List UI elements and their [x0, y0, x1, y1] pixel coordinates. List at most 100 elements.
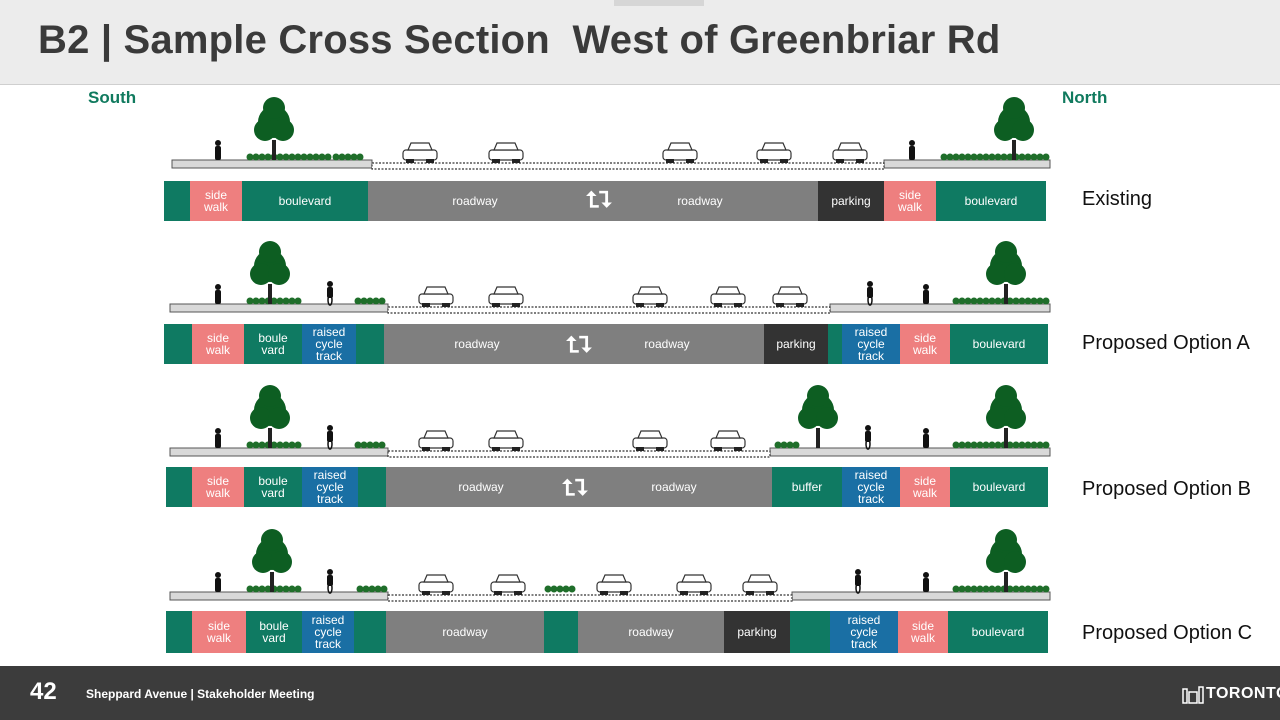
car-icon	[662, 142, 698, 163]
tree-icon	[986, 241, 1026, 304]
shrub-icon	[952, 441, 1050, 449]
tree-icon	[250, 241, 290, 304]
boulevard-north: boulevard	[936, 181, 1046, 221]
sidewalk-north: side walk	[900, 467, 950, 507]
footer-bar: 42 Sheppard Avenue | Stakeholder Meeting…	[0, 666, 1280, 720]
ground-south	[169, 303, 389, 313]
shrub-icon	[354, 441, 386, 449]
shrub-icon	[246, 153, 332, 161]
option-label: Proposed Option A	[1082, 332, 1250, 354]
option-label: Existing	[1082, 188, 1153, 210]
edge-segment	[354, 611, 386, 653]
car-icon	[632, 286, 668, 307]
sidewalk-north: side walk	[898, 611, 948, 653]
roadway-2: roadway	[570, 324, 764, 364]
tree-icon	[986, 529, 1026, 592]
edge-segment	[166, 611, 192, 653]
tree-icon	[254, 97, 294, 160]
shrub-icon	[246, 585, 302, 593]
tree-icon	[250, 385, 290, 448]
edge-segment	[356, 324, 384, 364]
shrub-icon	[952, 297, 1050, 305]
pedestrian-icon	[215, 428, 221, 448]
ground-north	[791, 591, 1051, 601]
tree-icon	[994, 97, 1034, 160]
cross-section-option-b: side walk boule vard raised cycle track …	[0, 378, 1280, 518]
parking: parking	[764, 324, 828, 364]
boulevard-south: boule vard	[244, 324, 302, 364]
road-surface	[387, 594, 793, 602]
ground-north	[829, 303, 1051, 313]
shrub-icon	[332, 153, 364, 161]
pedestrian-icon	[215, 284, 221, 304]
roadway-1: roadway	[384, 324, 570, 364]
roadway-1: roadway	[386, 467, 576, 507]
turn-arrows-icon: ⮤⮧	[562, 475, 588, 500]
ground-south	[171, 159, 373, 169]
street-illustration	[169, 529, 1051, 602]
car-icon	[832, 142, 868, 163]
car-icon	[488, 142, 524, 163]
shrub-icon	[940, 153, 1050, 161]
toronto-logo: TORONTO	[1182, 680, 1280, 708]
car-icon	[710, 430, 746, 451]
parking: parking	[724, 611, 790, 653]
street-illustration	[169, 241, 1051, 314]
roadway-2: roadway	[582, 181, 818, 221]
slide-title: B2 | Sample Cross Section West of Greenb…	[38, 18, 1001, 62]
edge-segment	[164, 181, 190, 221]
car-icon	[742, 574, 778, 595]
boulevard-north: boulevard	[950, 467, 1048, 507]
car-icon	[418, 430, 454, 451]
cyclist-icon	[327, 569, 333, 594]
cycle-track-south: raised cycle track	[302, 611, 354, 653]
street-illustration	[169, 385, 1051, 458]
cycle-track-north: raised cycle track	[830, 611, 898, 653]
road-surface	[387, 306, 831, 314]
cross-section-option-c: side walk boule vard raised cycle track …	[0, 522, 1280, 662]
north-label: North	[1062, 88, 1108, 107]
turn-arrows-icon: ⮤⮧	[566, 332, 592, 357]
top-tab-marker	[614, 0, 704, 6]
boulevard-south: boulevard	[242, 181, 368, 221]
cyclist-icon	[327, 281, 333, 306]
edge-segment	[828, 324, 842, 364]
city-hall-icon	[1182, 686, 1204, 704]
option-label: Proposed Option B	[1082, 478, 1251, 500]
ground-north	[769, 447, 1051, 457]
cyclist-icon	[865, 425, 871, 450]
cyclist-icon	[867, 281, 873, 306]
car-icon	[490, 574, 526, 595]
buffer: buffer	[772, 467, 842, 507]
tree-icon	[986, 385, 1026, 448]
roadway-2: roadway	[578, 611, 724, 653]
car-icon	[596, 574, 632, 595]
shrub-icon	[356, 585, 388, 593]
cyclist-icon	[855, 569, 861, 594]
cycle-track-south: raised cycle track	[302, 467, 358, 507]
sidewalk-north: side walk	[884, 181, 936, 221]
page-number: 42	[30, 678, 57, 705]
shrub-icon	[774, 441, 800, 449]
car-icon	[676, 574, 712, 595]
shrub-icon	[246, 297, 302, 305]
car-icon	[632, 430, 668, 451]
car-icon	[756, 142, 792, 163]
tree-icon	[798, 385, 838, 448]
sidewalk-south: side walk	[192, 611, 246, 653]
edge-segment	[358, 467, 386, 507]
sidewalk-south: side walk	[190, 181, 242, 221]
cyclist-icon	[327, 425, 333, 450]
car-icon	[488, 286, 524, 307]
shrub-icon	[246, 441, 302, 449]
cycle-track-south: raised cycle track	[302, 324, 356, 364]
shrub-icon	[544, 585, 576, 593]
south-label: South	[88, 88, 137, 107]
sidewalk-north: side walk	[900, 324, 950, 364]
option-label: Proposed Option C	[1082, 622, 1253, 644]
boulevard-south: boule vard	[244, 467, 302, 507]
edge-segment	[166, 467, 192, 507]
edge-segment	[790, 611, 830, 653]
pedestrian-icon	[923, 572, 929, 592]
pedestrian-icon	[923, 428, 929, 448]
